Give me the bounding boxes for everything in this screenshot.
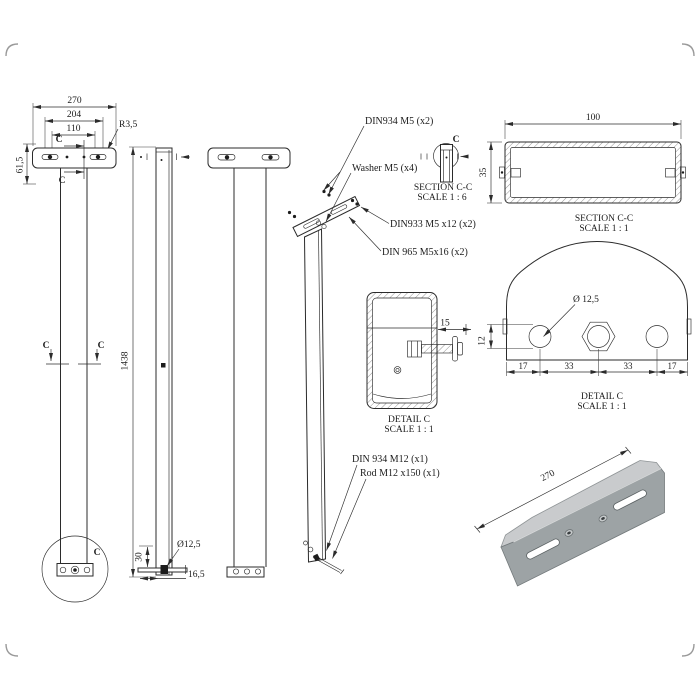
dim-33-left: 33 (565, 361, 575, 371)
detail-c-end-view: Ø 12,5 12 17 33 33 17 DETAIL C SCALE 1 :… (478, 240, 692, 412)
dim-r35: R3,5 (119, 120, 137, 130)
annotation-din934-m12: DIN 934 M12 (x1) (352, 454, 428, 465)
detail-end-scale: SCALE 1 : 1 (577, 402, 627, 412)
section-marker-c-mid-right: C (98, 341, 105, 351)
section-marker-c-mid-left: C (43, 341, 50, 351)
bracket-slot-right (613, 489, 647, 511)
dim-30: 30 (135, 552, 145, 562)
annotation-washer-m5: Washer M5 (x4) (352, 163, 417, 174)
dim-270-front: 270 (67, 96, 82, 106)
dim-16-5: 16,5 (188, 570, 205, 580)
section-small-marker: C (453, 135, 460, 145)
front-view-2 (207, 147, 291, 578)
dim-35: 35 (479, 168, 489, 178)
fastener-annotations: DIN934 M5 (x2) Washer M5 (x4) DIN933 M5 … (323, 116, 476, 559)
iso-bracket-view: 270 (474, 446, 665, 587)
front-view: 270 204 110 R3,5 61,5 C C (16, 96, 137, 603)
section-marker-c-bottom: C (59, 176, 66, 186)
detail-c-rod-view: 15 DETAIL C SCALE 1 : 1 (366, 292, 471, 435)
detail-marker-c: C (94, 548, 101, 558)
section-large-scale: SCALE 1 : 1 (579, 224, 629, 234)
dim-110: 110 (67, 124, 81, 134)
bracket-slot-left (526, 538, 560, 560)
section-cc-small-view: C SECTION C-C SCALE 1 : 6 (414, 135, 472, 203)
annotation-din934-m5: DIN934 M5 (x2) (365, 116, 433, 127)
dim-33-right: 33 (624, 361, 634, 371)
dim-100: 100 (586, 113, 601, 123)
dim-15: 15 (440, 319, 450, 329)
side-view: 1438 30 Ø12,5 16,5 (121, 146, 205, 581)
dim-17-left: 17 (519, 361, 529, 371)
dim-12: 12 (478, 336, 488, 346)
annotation-rod-m12: Rod M12 x150 (x1) (360, 468, 440, 479)
section-marker-c-top: C (56, 135, 63, 145)
dim-204: 204 (67, 110, 82, 120)
section-cc-large-view: 100 35 SECTION C-C SCALE 1 : 1 (479, 113, 686, 234)
frame-corner-marks (5, 43, 695, 657)
section-small-title: SECTION C-C (414, 183, 472, 193)
annotation-din933-m5: DIN933 M5 x12 (x2) (390, 219, 476, 230)
dim-17-right: 17 (668, 361, 678, 371)
section-small-scale: SCALE 1 : 6 (417, 193, 467, 203)
detail-rod-scale: SCALE 1 : 1 (384, 425, 434, 435)
detail-end-title: DETAIL C (581, 392, 623, 402)
annotation-din965-m5: DIN 965 M5x16 (x2) (382, 247, 468, 258)
dim-1438: 1438 (121, 351, 131, 370)
dim-61-5: 61,5 (16, 156, 26, 173)
section-large-title: SECTION C-C (575, 214, 633, 224)
dim-hole-dia: Ø 12,5 (573, 295, 599, 305)
detail-rod-title: DETAIL C (388, 415, 430, 425)
dim-rod-dia: Ø12,5 (177, 540, 201, 550)
